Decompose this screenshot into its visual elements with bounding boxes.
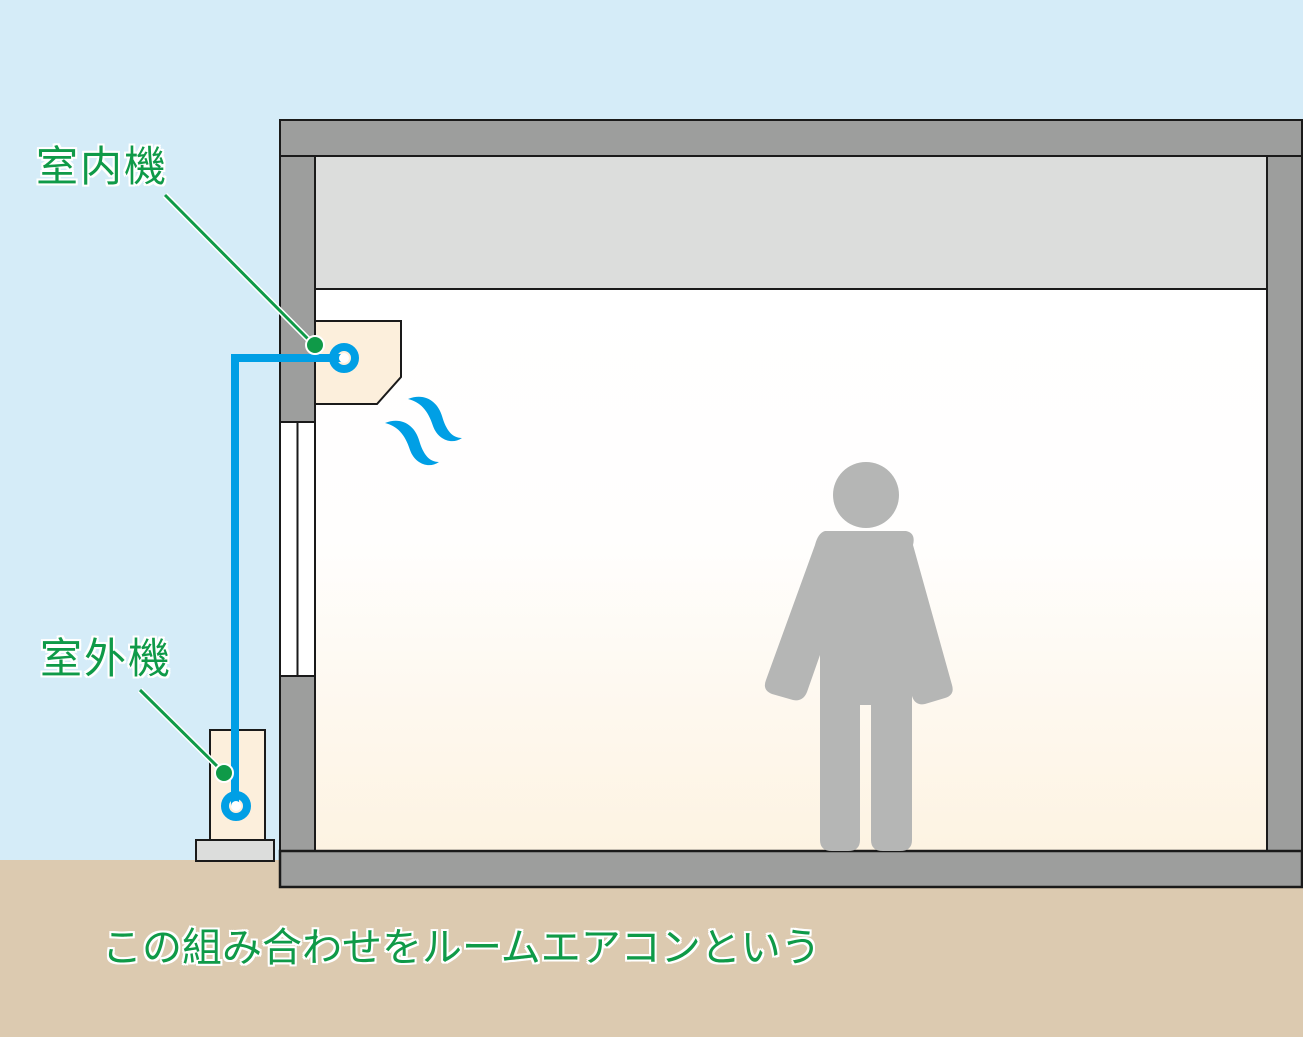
ceiling-space: [314, 155, 1268, 290]
indoor-pipe-connector-icon: [329, 343, 359, 373]
room-interior: [315, 288, 1267, 851]
outdoor-unit-base: [195, 839, 275, 862]
left-wall-upper: [279, 155, 316, 423]
outdoor-unit-leader: [137, 687, 234, 783]
floor-slab: [278, 849, 1303, 889]
right-wall: [1266, 155, 1303, 852]
airflow-icon: [385, 396, 462, 466]
outdoor-pipe-connector-icon: [221, 791, 251, 821]
ground: [0, 860, 1303, 1037]
outdoor-unit-label: 室外機: [40, 634, 173, 683]
indoor-unit-label: 室内機: [36, 142, 169, 191]
caption-text: この組み合わせをルームエアコンという: [102, 925, 821, 971]
left-wall-lower: [279, 675, 316, 852]
indoor-unit-leader: [162, 192, 325, 355]
refrigerant-pipe: [231, 354, 342, 806]
person-icon: [764, 462, 953, 851]
window: [279, 421, 316, 677]
roof-slab: [279, 119, 1303, 157]
